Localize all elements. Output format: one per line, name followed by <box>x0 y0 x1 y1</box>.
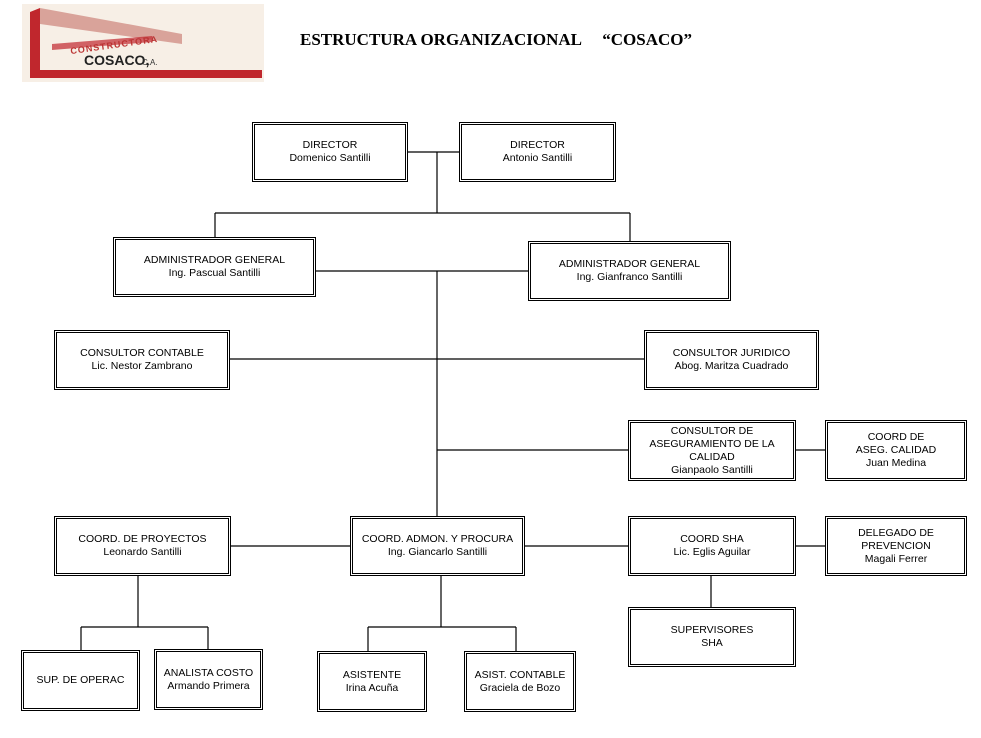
node-person: Lic. Eglis Aguilar <box>673 546 751 558</box>
node-consultor-contable: CONSULTOR CONTABLE Lic. Nestor Zambrano <box>54 330 230 390</box>
node-role: ANALISTA COSTO <box>163 666 254 679</box>
node-analista-costo: ANALISTA COSTO Armando Primera <box>154 649 263 710</box>
node-role: CALIDAD <box>689 450 735 463</box>
page-title: ESTRUCTURA ORGANIZACIONAL “COSACO” <box>300 30 693 49</box>
node-role: COORD. ADMON. Y PROCURA <box>361 533 514 545</box>
node-person: Domenico Santilli <box>289 152 371 164</box>
node-sup-operac: SUP. DE OPERAC <box>21 650 140 711</box>
node-supervisores-sha: SUPERVISORES SHA <box>628 607 796 667</box>
node-coord-admon: COORD. ADMON. Y PROCURA Ing. Giancarlo S… <box>350 516 525 576</box>
node-person: Abog. Maritza Cuadrado <box>674 360 789 372</box>
node-person: Juan Medina <box>865 457 927 469</box>
node-asist-contable: ASIST. CONTABLE Graciela de Bozo <box>464 651 576 712</box>
node-admin-gianfranco: ADMINISTRADOR GENERAL Ing. Gianfranco Sa… <box>528 241 731 301</box>
node-director-antonio: DIRECTOR Antonio Santilli <box>459 122 616 182</box>
node-person: Irina Acuña <box>345 681 399 694</box>
node-role: CONSULTOR CONTABLE <box>80 347 204 359</box>
node-role: CONSULTOR JURIDICO <box>672 347 791 359</box>
node-role: SUP. DE OPERAC <box>36 674 125 686</box>
node-person: Armando Primera <box>167 679 250 692</box>
node-role: DIRECTOR <box>302 139 358 151</box>
node-role: ADMINISTRADOR GENERAL <box>558 258 701 270</box>
node-consultor-juridico: CONSULTOR JURIDICO Abog. Maritza Cuadrad… <box>644 330 819 390</box>
logo-sub-text: C.A. <box>142 58 158 67</box>
node-person: Magali Ferrer <box>864 552 928 565</box>
node-person: Antonio Santilli <box>502 152 573 164</box>
node-role: ASEGURAMIENTO DE LA <box>649 437 775 450</box>
node-person: Ing. Giancarlo Santilli <box>387 546 488 558</box>
node-role: COORD DE <box>867 431 925 443</box>
node-role: CONSULTOR DE <box>670 424 754 437</box>
logo-graphic <box>30 8 262 78</box>
node-director-domenico: DIRECTOR Domenico Santilli <box>252 122 408 182</box>
node-role: SHA <box>701 637 723 649</box>
company-logo: CONSTRUCTORA COSACO, C.A. <box>22 4 264 82</box>
node-coord-proyectos: COORD. DE PROYECTOS Leonardo Santilli <box>54 516 231 576</box>
node-admin-pascual: ADMINISTRADOR GENERAL Ing. Pascual Santi… <box>113 237 316 297</box>
node-person: Leonardo Santilli <box>103 546 182 558</box>
node-role: ASIST. CONTABLE <box>474 668 566 681</box>
node-consultor-calidad: CONSULTOR DE ASEGURAMIENTO DE LA CALIDAD… <box>628 420 796 481</box>
node-asistente: ASISTENTE Irina Acuña <box>317 651 427 712</box>
logo-main-text: COSACO, <box>84 52 150 68</box>
node-role: DIRECTOR <box>510 139 565 151</box>
node-person: Ing. Pascual Santilli <box>168 267 261 279</box>
node-person: Ing. Gianfranco Santilli <box>576 271 683 283</box>
node-delegado-prevencion: DELEGADO DE PREVENCION Magali Ferrer <box>825 516 967 576</box>
node-coord-aseg-calidad: COORD DE ASEG. CALIDAD Juan Medina <box>825 420 967 481</box>
node-role: DELEGADO DE <box>858 526 934 539</box>
node-role: COORD SHA <box>680 533 744 545</box>
node-role: COORD. DE PROYECTOS <box>78 533 207 545</box>
node-role: ASEG. CALIDAD <box>855 444 937 456</box>
node-role: ASISTENTE <box>342 668 402 681</box>
node-person: Lic. Nestor Zambrano <box>91 360 193 372</box>
node-coord-sha: COORD SHA Lic. Eglis Aguilar <box>628 516 796 576</box>
node-role: SUPERVISORES <box>670 624 754 636</box>
node-person: Graciela de Bozo <box>479 681 561 694</box>
node-person: Gianpaolo Santilli <box>671 463 753 476</box>
node-role: ADMINISTRADOR GENERAL <box>143 254 286 266</box>
node-role: PREVENCION <box>861 539 931 552</box>
